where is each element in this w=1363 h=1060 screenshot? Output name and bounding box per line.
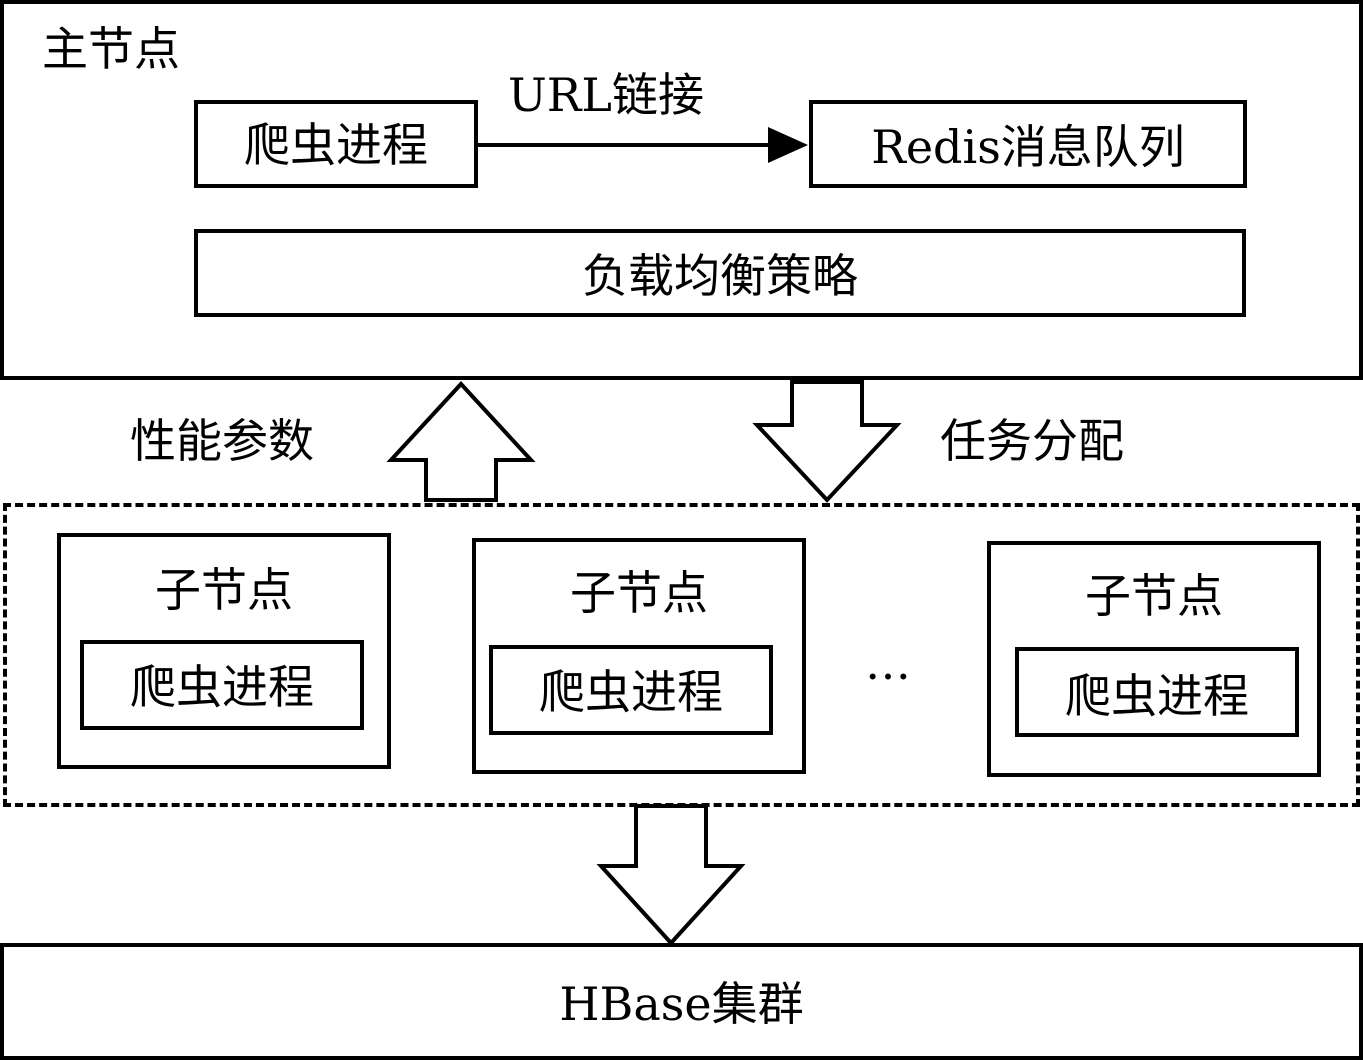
child-crawler-process-label: 爬虫进程 (1065, 669, 1249, 723)
hbase-cluster-box: HBase集群 (0, 943, 1363, 1060)
performance-params-label: 性能参数 (130, 414, 314, 468)
hbase-cluster-label: HBase集群 (559, 977, 804, 1031)
child-node-title: 子节点 (1085, 569, 1223, 623)
ellipsis: … (865, 636, 911, 690)
master-crawler-process-label: 爬虫进程 (244, 118, 428, 172)
redis-queue-label: Redis消息队列 (871, 120, 1185, 174)
task-down-arrow (752, 380, 902, 503)
url-link-arrow (478, 127, 808, 163)
master-node-title: 主节点 (42, 22, 180, 76)
child-crawler-process-box: 爬虫进程 (1015, 647, 1299, 737)
child-nodes-group (3, 503, 1360, 807)
load-balancing-box: 负载均衡策略 (194, 229, 1246, 317)
load-balancing-label: 负载均衡策略 (582, 249, 858, 303)
child-node-title: 子节点 (570, 566, 708, 620)
child-node-title: 子节点 (155, 563, 293, 617)
task-assignment-label: 任务分配 (940, 414, 1124, 468)
master-crawler-process-box: 爬虫进程 (194, 100, 478, 188)
url-link-label: URL链接 (508, 68, 704, 122)
child-crawler-process-box: 爬虫进程 (489, 645, 773, 735)
child-crawler-process-label: 爬虫进程 (539, 665, 723, 719)
redis-queue-box: Redis消息队列 (809, 100, 1247, 188)
performance-up-arrow (386, 381, 536, 502)
child-crawler-process-label: 爬虫进程 (130, 660, 314, 714)
hbase-down-arrow (596, 804, 746, 946)
child-crawler-process-box: 爬虫进程 (80, 640, 364, 730)
